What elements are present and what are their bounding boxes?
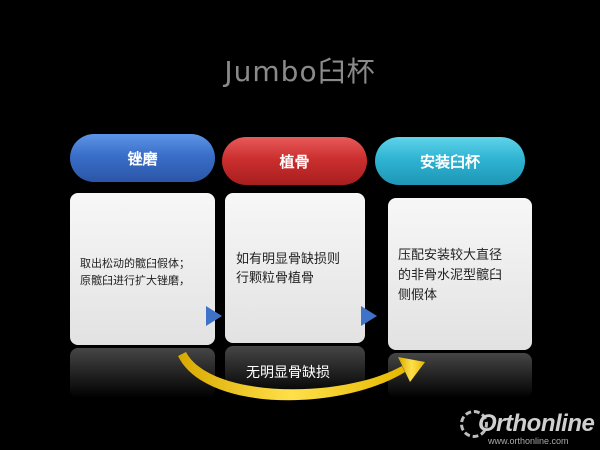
step-2-text-line: 如有明显骨缺损则 — [236, 252, 341, 267]
step-1-text-line: 取出松动的髋臼假体； — [80, 257, 190, 270]
step-2-text-line: 行颗粒骨植骨 — [236, 271, 315, 286]
step-2-card: 如有明显骨缺损则 行颗粒骨植骨 — [225, 193, 365, 343]
step-3-text-line: 压配安装较大直径 — [398, 248, 503, 263]
step-2-label: 植骨 — [222, 137, 367, 185]
step-1-label: 锉磨 — [70, 134, 215, 182]
watermark-text: Orthonline — [478, 410, 595, 437]
step-3-card: 压配安装较大直径 的非骨水泥型髋臼 侧假体 — [388, 198, 532, 350]
orthonline-logo-icon — [460, 410, 488, 438]
step-3-label: 安装臼杯 — [375, 137, 525, 185]
watermark-url: www.orthonline.com — [488, 436, 569, 446]
bypass-note: 无明显骨缺损 — [246, 365, 330, 381]
step-1-reflection — [70, 348, 215, 398]
step-1-card: 取出松动的髋臼假体； 原髋臼进行扩大锉磨， — [70, 193, 215, 345]
step-connector-arrow-icon — [206, 306, 222, 326]
step-3-text-line: 侧假体 — [398, 288, 438, 303]
step-3-text-line: 的非骨水泥型髋臼 — [398, 268, 503, 283]
slide-title: Jumbo臼杯 — [224, 55, 376, 88]
step-connector-arrow-icon — [361, 306, 377, 326]
step-1-text-line: 原髋臼进行扩大锉磨， — [80, 274, 190, 287]
